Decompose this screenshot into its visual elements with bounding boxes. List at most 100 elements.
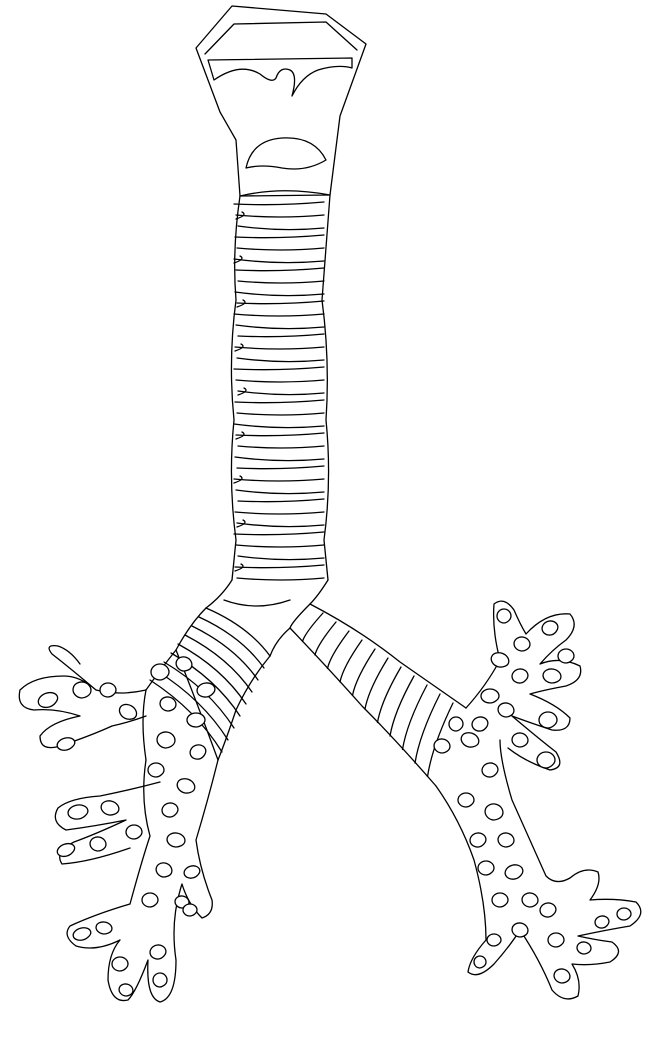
cartilage-plate [540, 619, 559, 637]
right-bronchial-tree [19, 646, 218, 1002]
trachea-ring [237, 413, 324, 415]
cartilage-plate [188, 743, 208, 762]
cartilage-plate [72, 681, 93, 700]
carina-right-edge [310, 580, 328, 604]
trachea-ring [236, 268, 324, 271]
trachea [231, 195, 330, 580]
right-lower-lobe-branch [67, 760, 218, 1002]
trachea-ring [238, 334, 324, 337]
trachea-ring [237, 301, 324, 304]
trachea-ring [234, 424, 324, 428]
cartilage-plate [149, 944, 167, 961]
cartilage-plate [470, 715, 489, 733]
cartilage-plate [537, 752, 555, 768]
left-main-bronchus [290, 604, 466, 786]
trachea-ring [237, 358, 324, 362]
cartilage-plate [187, 713, 205, 727]
left-bronchus-lower [290, 628, 436, 786]
cartilage-plate [175, 776, 197, 795]
cartilage-plate [183, 864, 202, 880]
trachea-ring [237, 466, 324, 469]
cartilage-plate [161, 802, 179, 819]
carina-left-edge [206, 580, 232, 608]
cartilage-plate [56, 736, 76, 752]
cartilage-plate [99, 799, 120, 817]
trachea-ring [238, 556, 324, 560]
trachea-ring [236, 433, 324, 436]
larynx-inner-rim [205, 22, 357, 54]
cartilage-plate [55, 841, 76, 858]
cartilage-plate [154, 861, 174, 880]
cartilage-plate [478, 861, 494, 875]
left-bronchus-rings [290, 604, 453, 777]
cartilage-plate [148, 763, 164, 777]
bronchus-ring [378, 667, 402, 723]
cartilage-plate [459, 730, 481, 749]
bronchus-ring [315, 622, 336, 655]
cartilage-plate [469, 832, 487, 849]
trachea-ring [235, 512, 324, 514]
cartilage-plate [548, 933, 564, 947]
trachea-ring [234, 367, 324, 370]
trachea-ring [234, 314, 324, 316]
cartilage-plate [156, 731, 177, 750]
cartilage-plate [487, 934, 501, 946]
trachea-ring [236, 545, 324, 547]
cartilage-plate [166, 832, 186, 849]
cartilage-plate [458, 793, 474, 807]
bronchus-ring [415, 694, 440, 763]
trachea-ring [238, 446, 324, 448]
cartilage-plate [183, 904, 197, 916]
trachea-ring [234, 532, 324, 535]
trachea-ring [237, 578, 324, 580]
cartilage-plate [511, 668, 529, 685]
trachea-ring [237, 248, 324, 250]
carina-split [270, 628, 290, 656]
cartilage-plate [481, 689, 499, 703]
cartilage-plate [503, 863, 524, 881]
bronchus-ring [206, 608, 270, 656]
trachea-ring [236, 490, 324, 494]
cartilage-plate [89, 836, 107, 853]
left-cartilage-plates [433, 609, 631, 985]
trachea-ring [236, 380, 324, 382]
bronchus-ring [390, 676, 414, 736]
cartilage-plate [95, 921, 113, 936]
cartilage-plate [142, 893, 158, 907]
cartilage-plate [449, 717, 463, 731]
trachea-ring [235, 292, 324, 296]
cartilage-plate [576, 941, 592, 955]
cartilage-plate [481, 762, 499, 779]
epiglottis [208, 58, 352, 96]
cartilage-plate [497, 609, 511, 623]
trachea-outline-right [322, 195, 330, 580]
cartilage-plate [492, 893, 508, 907]
trachea-ring [235, 347, 324, 349]
cartilage-plate [513, 636, 531, 653]
bronchus-ring [328, 631, 350, 669]
bronchus-ring [192, 626, 258, 680]
trachea-ring [235, 565, 324, 568]
cricoid-ring [246, 138, 326, 169]
trachea-rings [234, 202, 324, 580]
trachea-ring [234, 259, 324, 263]
cartilage-plate [126, 825, 142, 839]
cartilage-plate [552, 967, 571, 985]
bronchus-ring [290, 604, 310, 628]
right-bronchus-inner [218, 656, 270, 760]
cartilage-plate [489, 650, 511, 669]
cartilage-plate [542, 668, 562, 685]
cartilage-plate [36, 690, 60, 710]
trachea-ring [234, 479, 324, 481]
cartilage-plate [473, 955, 487, 969]
cartilage-plate [483, 802, 505, 822]
trachea-ring [237, 523, 324, 527]
trachea-ring [238, 281, 324, 283]
cartilage-plate [511, 732, 529, 749]
trachea-ring [238, 226, 324, 230]
cartilage-plate [72, 926, 92, 942]
cartilage-plate [539, 902, 557, 919]
carina-ridge [224, 600, 290, 606]
